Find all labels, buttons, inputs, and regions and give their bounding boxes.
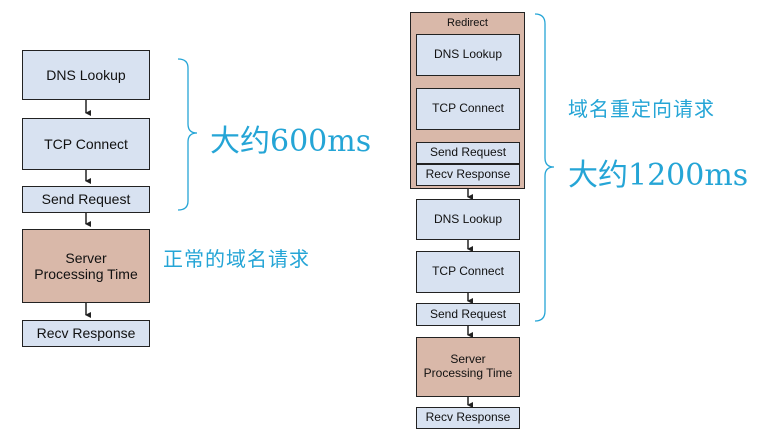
send-request-box-right: Send Request — [416, 303, 520, 326]
tcp-connect-box-right: TCP Connect — [416, 251, 520, 293]
server-processing-label-left: Server Processing Time — [34, 249, 138, 282]
tcp-connect-label-right: TCP Connect — [432, 264, 504, 279]
redirect-recv-response-label: Recv Response — [425, 167, 511, 182]
dns-lookup-label-left: DNS Lookup — [46, 66, 126, 83]
redirect-send-request-label: Send Request — [429, 145, 507, 160]
redirect-send-request-box: Send Request — [416, 142, 520, 164]
recv-response-label-left: Recv Response — [36, 325, 136, 342]
time-note-left: 大约600ms — [210, 124, 372, 159]
redirect-tcp-connect-box: TCP Connect — [416, 88, 520, 130]
recv-response-box-right: Recv Response — [416, 407, 520, 429]
redirect-tcp-connect-label: TCP Connect — [432, 101, 504, 116]
recv-response-box-left: Recv Response — [22, 320, 150, 347]
redirect-title: Redirect — [447, 17, 488, 29]
brace-left — [177, 58, 198, 211]
dns-lookup-box-left: DNS Lookup — [22, 50, 150, 100]
dns-lookup-label-right: DNS Lookup — [433, 211, 503, 226]
server-processing-box-right: Server Processing Time — [416, 337, 520, 397]
desc-note-right: 域名重定向请求 — [568, 97, 715, 121]
send-request-label-left: Send Request — [41, 191, 131, 208]
server-processing-box-left: Server Processing Time — [22, 229, 150, 303]
brace-right — [534, 13, 555, 322]
time-note-right: 大约1200ms — [568, 158, 749, 193]
server-processing-label-right: Server Processing Time — [423, 352, 513, 380]
send-request-label-right: Send Request — [429, 306, 507, 321]
redirect-dns-lookup-box: DNS Lookup — [416, 34, 520, 76]
desc-note-left: 正常的域名请求 — [163, 247, 310, 271]
send-request-box-left: Send Request — [22, 186, 150, 213]
dns-lookup-box-right: DNS Lookup — [416, 199, 520, 240]
tcp-connect-box-left: TCP Connect — [22, 118, 150, 170]
redirect-dns-lookup-label: DNS Lookup — [433, 47, 503, 62]
recv-response-label-right: Recv Response — [425, 410, 511, 425]
redirect-recv-response-box: Recv Response — [416, 164, 520, 186]
tcp-connect-label-left: TCP Connect — [44, 135, 128, 152]
